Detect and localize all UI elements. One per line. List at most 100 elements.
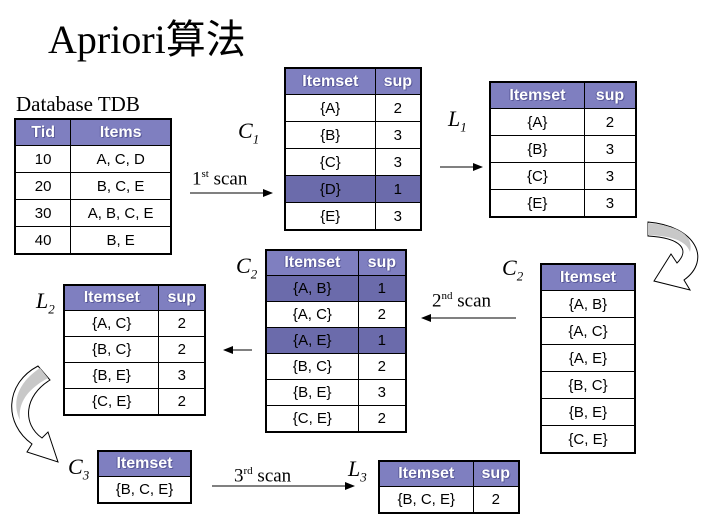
curved-arrow-l2-to-c3 [11, 365, 59, 463]
table-row: {B, E}3 [265, 379, 407, 406]
table-header-row: Itemset [540, 263, 636, 291]
table-cell: 1 [357, 275, 407, 302]
label-c2-counts: C2 [236, 253, 258, 282]
column-header: Itemset [284, 67, 376, 95]
table-row: {B}3 [489, 135, 637, 163]
table-cell: 2 [357, 301, 407, 328]
table-row: {C}3 [489, 162, 637, 190]
table-cell: B, C, E [70, 172, 172, 200]
label-c2-candidates: C2 [502, 255, 524, 284]
table-cell: 2 [583, 108, 637, 136]
table-cell: {A, B} [265, 275, 359, 302]
table-cell: 3 [374, 121, 422, 149]
table-cell: {A, C} [540, 317, 636, 345]
table-cell: {B, E} [265, 379, 359, 406]
table-cell: {E} [489, 189, 585, 218]
column-header: Items [70, 118, 172, 146]
table-cell: {A, B} [540, 290, 636, 318]
table-cell: {A} [284, 94, 376, 122]
c2-candidates-table: Itemset{A, B}{A, C}{A, E}{B, C}{B, E}{C,… [540, 263, 636, 454]
table-cell: {B, C} [265, 353, 359, 380]
table-cell: {B, E} [540, 398, 636, 426]
table-cell: {C, E} [540, 425, 636, 454]
table-cell: {A, E} [265, 327, 359, 354]
table-cell: 3 [158, 362, 206, 389]
column-header: Itemset [489, 81, 585, 109]
table-cell: {C} [489, 162, 585, 190]
table-cell: 3 [583, 162, 637, 190]
table-cell: 1 [374, 175, 422, 203]
table-cell: {B, C, E} [97, 476, 192, 504]
scan-label-2: 2nd scan [432, 290, 492, 312]
curved-arrow-l1-to-c2 [647, 221, 699, 291]
table-cell: {B, E} [63, 362, 160, 389]
table-row: {A, E}1 [265, 327, 407, 354]
table-row: {E}3 [489, 189, 637, 218]
table-cell: 3 [374, 148, 422, 176]
table-row: {A, C} [540, 317, 636, 345]
table-cell: {A, E} [540, 344, 636, 372]
table-row: {C, E}2 [265, 405, 407, 433]
database-caption: Database TDB [16, 92, 140, 116]
page-title: Apriori算法 [48, 17, 246, 62]
table-cell: {D} [284, 175, 376, 203]
table-cell: A, C, D [70, 145, 172, 173]
column-header: sup [374, 67, 422, 95]
scan-label-1: 1st scan [192, 168, 248, 190]
table-row: {A, B} [540, 290, 636, 318]
table-row: {C, E}2 [63, 388, 206, 416]
table-row: {B, C, E}2 [378, 486, 520, 514]
table-cell: B, E [70, 226, 172, 255]
c3-table: Itemset{B, C, E} [97, 450, 192, 504]
table-cell: 2 [357, 405, 407, 433]
label-c1: C1 [238, 118, 260, 147]
table-cell: {B, C, E} [378, 486, 474, 514]
table-row: {A}2 [284, 94, 422, 122]
label-l1: L1 [448, 106, 467, 135]
table-cell: 3 [583, 189, 637, 218]
table-cell: {C, E} [63, 388, 160, 416]
column-header: Itemset [378, 460, 474, 487]
column-header: sup [583, 81, 637, 109]
table-cell: {B, C} [540, 371, 636, 399]
table-row: {A, E} [540, 344, 636, 372]
table-cell: 2 [472, 486, 520, 514]
table-cell: 1 [357, 327, 407, 354]
table-row: {C}3 [284, 148, 422, 176]
table-row: {E}3 [284, 202, 422, 231]
table-row: {B, E} [540, 398, 636, 426]
table-row: {B, E}3 [63, 362, 206, 389]
table-row: {B, C}2 [265, 353, 407, 380]
table-cell: 2 [158, 388, 206, 416]
table-cell: 2 [158, 310, 206, 337]
table-cell: {C} [284, 148, 376, 176]
table-row: {A, C}2 [265, 301, 407, 328]
column-header: Itemset [540, 263, 636, 291]
table-row: {A, B}1 [265, 275, 407, 302]
table-cell: 2 [374, 94, 422, 122]
column-header: Itemset [63, 284, 160, 311]
table-row: {D}1 [284, 175, 422, 203]
label-l2: L2 [36, 288, 55, 317]
table-row: {B, C} [540, 371, 636, 399]
table-cell: 30 [14, 199, 72, 227]
table-cell: {A, C} [265, 301, 359, 328]
label-l3: L3 [348, 456, 367, 485]
table-cell: {B, C} [63, 336, 160, 363]
column-header: sup [357, 249, 407, 276]
table-row: {B, C, E} [97, 476, 192, 504]
